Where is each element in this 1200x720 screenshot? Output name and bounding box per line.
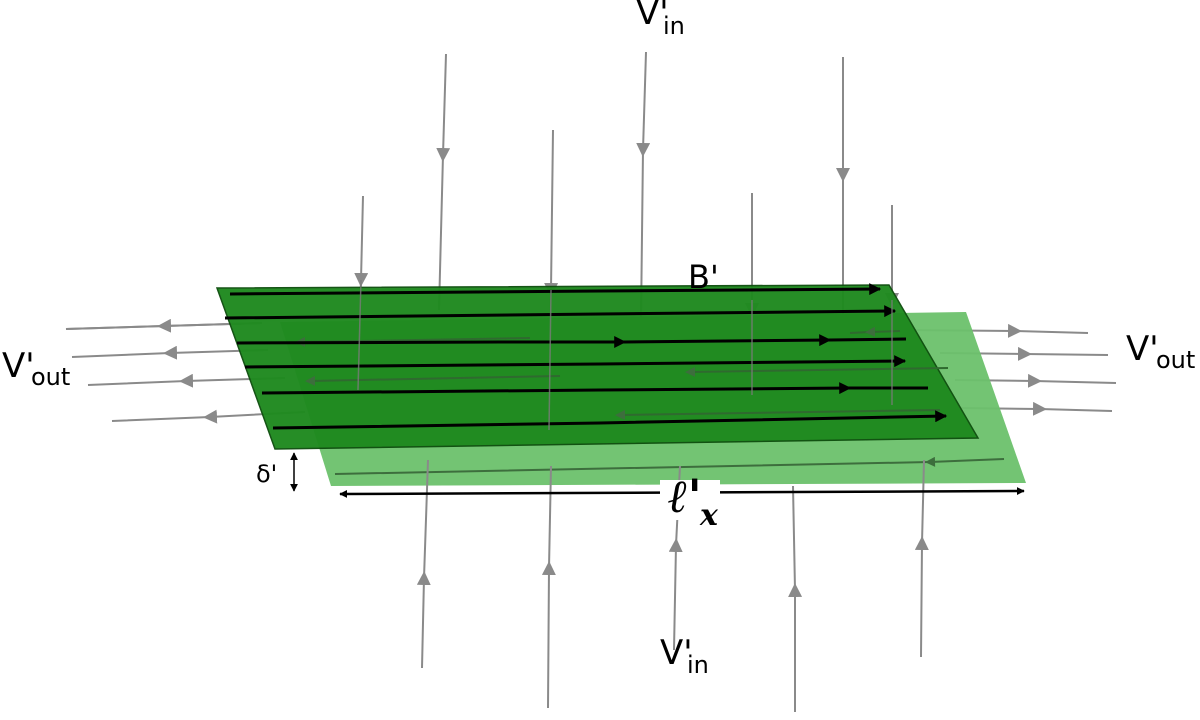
svg-text:V': V' — [636, 0, 669, 33]
svg-text:x: x — [699, 498, 719, 533]
svg-text:out: out — [31, 363, 70, 391]
svg-text:V': V' — [1126, 329, 1159, 369]
svg-text:in: in — [687, 651, 709, 679]
label-vin-bottom: V' in — [660, 633, 709, 679]
length-label-background — [660, 480, 720, 520]
svg-text:in: in — [663, 12, 685, 40]
label-vout-left: V' out — [2, 346, 70, 391]
svg-text:V': V' — [660, 633, 693, 673]
label-vin-top: V' in — [636, 0, 685, 40]
svg-text:out: out — [1156, 346, 1195, 374]
label-length: ℓ' x — [668, 469, 719, 533]
svg-text:V': V' — [2, 346, 35, 386]
label-thickness: δ' — [256, 460, 277, 488]
label-vout-right: V' out — [1126, 329, 1195, 374]
magnetic-field-lines — [224, 283, 948, 430]
label-field: B' — [688, 258, 719, 296]
lower-sheet-field-line — [334, 456, 1005, 475]
upper-current-sheet — [215, 284, 980, 450]
svg-text:ℓ': ℓ' — [668, 469, 702, 523]
inflow-lines-through-sheet — [357, 279, 893, 431]
